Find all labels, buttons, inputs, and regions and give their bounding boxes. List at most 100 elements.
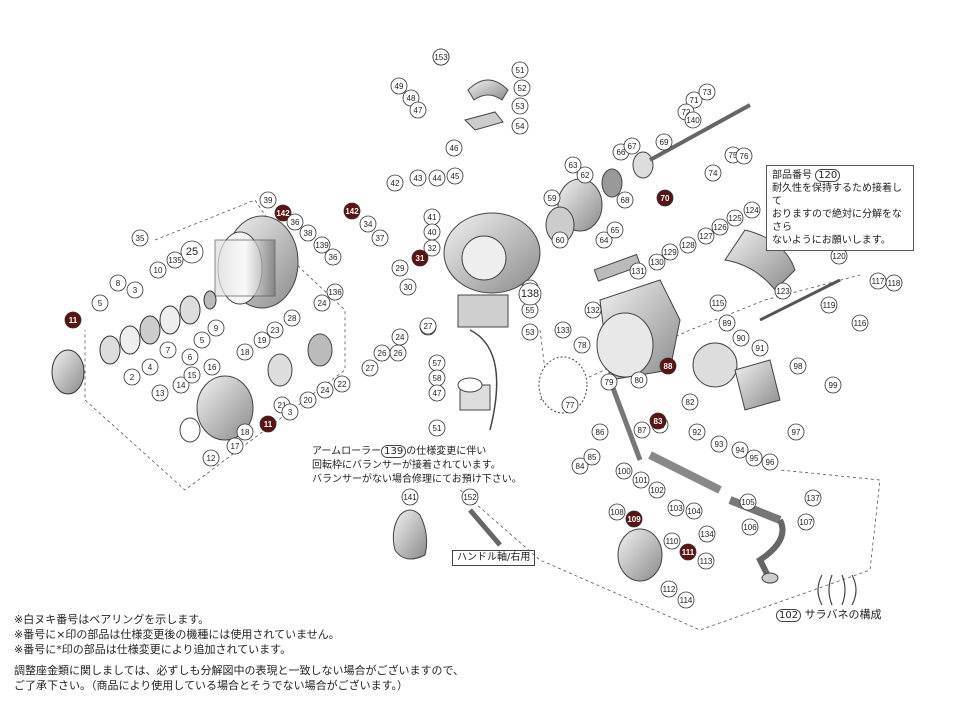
callout-82: 82 [681,393,699,411]
callout-30: 30 [399,278,417,296]
callout-34: 34 [359,215,377,233]
callout-16: 16 [203,358,221,376]
callout-number: 45 [451,172,460,181]
callout-88: 88 [659,357,677,375]
callout-number: 131 [631,267,645,276]
callout-number: 108 [610,508,624,517]
callout-number: 118 [888,279,901,288]
callout-number: 44 [433,174,442,183]
callout-108: 108 [608,503,626,521]
callout-6: 6 [181,348,199,366]
callout-52: 52 [513,79,531,97]
callout-number: 66 [617,148,626,157]
callout-number: 84 [576,462,585,471]
callout-11: 11 [259,415,277,433]
callout-44: 44 [428,169,446,187]
callout-number: 63 [569,161,578,170]
callout-96: 96 [761,453,779,471]
callout-number: 92 [693,428,702,437]
callout-86: 86 [591,423,609,441]
callout-number: 18 [241,348,250,357]
callout-5: 5 [91,294,109,312]
callout-64: 64 [595,231,613,249]
callout-number: 6 [188,353,193,362]
callout-24: 24 [316,381,334,399]
callout-number: 98 [794,362,803,371]
callout-number: 139 [315,241,329,250]
callout-117: 117 [869,272,887,290]
callout-number: 9 [214,324,219,333]
callout-number: 46 [450,144,459,153]
callout-51: 51 [428,419,446,437]
callout-142: 142 [343,202,361,220]
callout-80: 80 [630,371,648,389]
callout-number: 62 [581,171,590,180]
callout-114: 114 [677,591,695,609]
callout-number: 120 [832,252,846,261]
callout-number: 10 [154,266,163,275]
callout-116: 116 [851,314,869,332]
callout-36: 36 [324,248,342,266]
callout-number: 80 [635,376,644,385]
callout-number: 36 [291,218,300,227]
callout-9: 9 [207,319,225,337]
callout-3: 3 [126,281,144,299]
callout-78: 78 [573,336,591,354]
callout-number: 67 [628,142,637,151]
callout-number: 72 [682,108,691,117]
callout-103: 103 [667,499,685,517]
callout-100: 100 [615,462,633,480]
callout-98: 98 [789,357,807,375]
callout-18: 18 [236,343,254,361]
spool-assembly [51,215,333,443]
callout-number: 49 [395,82,404,91]
callout-46: 46 [445,139,463,157]
callout-number: 86 [596,428,605,437]
callout-number: 96 [766,458,775,467]
callout-57: 57 [428,354,446,372]
callout-number: 7 [166,346,171,355]
callout-22: 22 [333,375,351,393]
callout-138: 138 [518,282,542,306]
handle-assembly [392,496,857,606]
callout-number: 152 [463,493,477,502]
callout-number: 2 [130,373,135,382]
callout-111: 111 [679,543,697,561]
callout-number: 73 [703,88,712,97]
callout-number: 115 [712,299,725,308]
callout-68: 68 [616,191,634,209]
callout-number: 109 [627,515,641,524]
callout-number: 142 [345,207,359,216]
callout-110: 110 [663,532,681,550]
spring-config-label: 102 サラバネの構成 [776,608,881,623]
callout-number: 83 [654,417,663,426]
callout-number: 32 [428,244,437,253]
callout-94: 94 [731,441,749,459]
callout-number: 74 [709,169,718,178]
callout-number: 141 [403,493,417,502]
callout-number: 25 [186,246,198,258]
callout-59: 59 [543,189,561,207]
callout-number: 75 [729,151,738,160]
callout-number: 57 [433,359,442,368]
callout-number: 41 [428,213,437,222]
callout-number: 52 [518,84,527,93]
callout-number: 64 [600,236,609,245]
callout-number: 88 [664,362,673,371]
callout-number: 78 [578,341,587,350]
callout-3: 3 [281,403,299,421]
callout-90: 90 [732,329,750,347]
callout-132: 132 [584,301,602,319]
callout-number: 21 [278,401,287,410]
callout-number: 36 [329,253,338,262]
callout-number: 51 [433,424,442,433]
callout-number: 8 [116,279,121,288]
callout-91: 91 [751,339,769,357]
callout-number: 15 [188,371,197,380]
callout-12: 12 [202,449,220,467]
callout-42: 42 [386,174,404,192]
callout-28: 28 [283,309,301,327]
callout-29: 29 [391,259,409,277]
callout-number: 113 [700,557,713,566]
